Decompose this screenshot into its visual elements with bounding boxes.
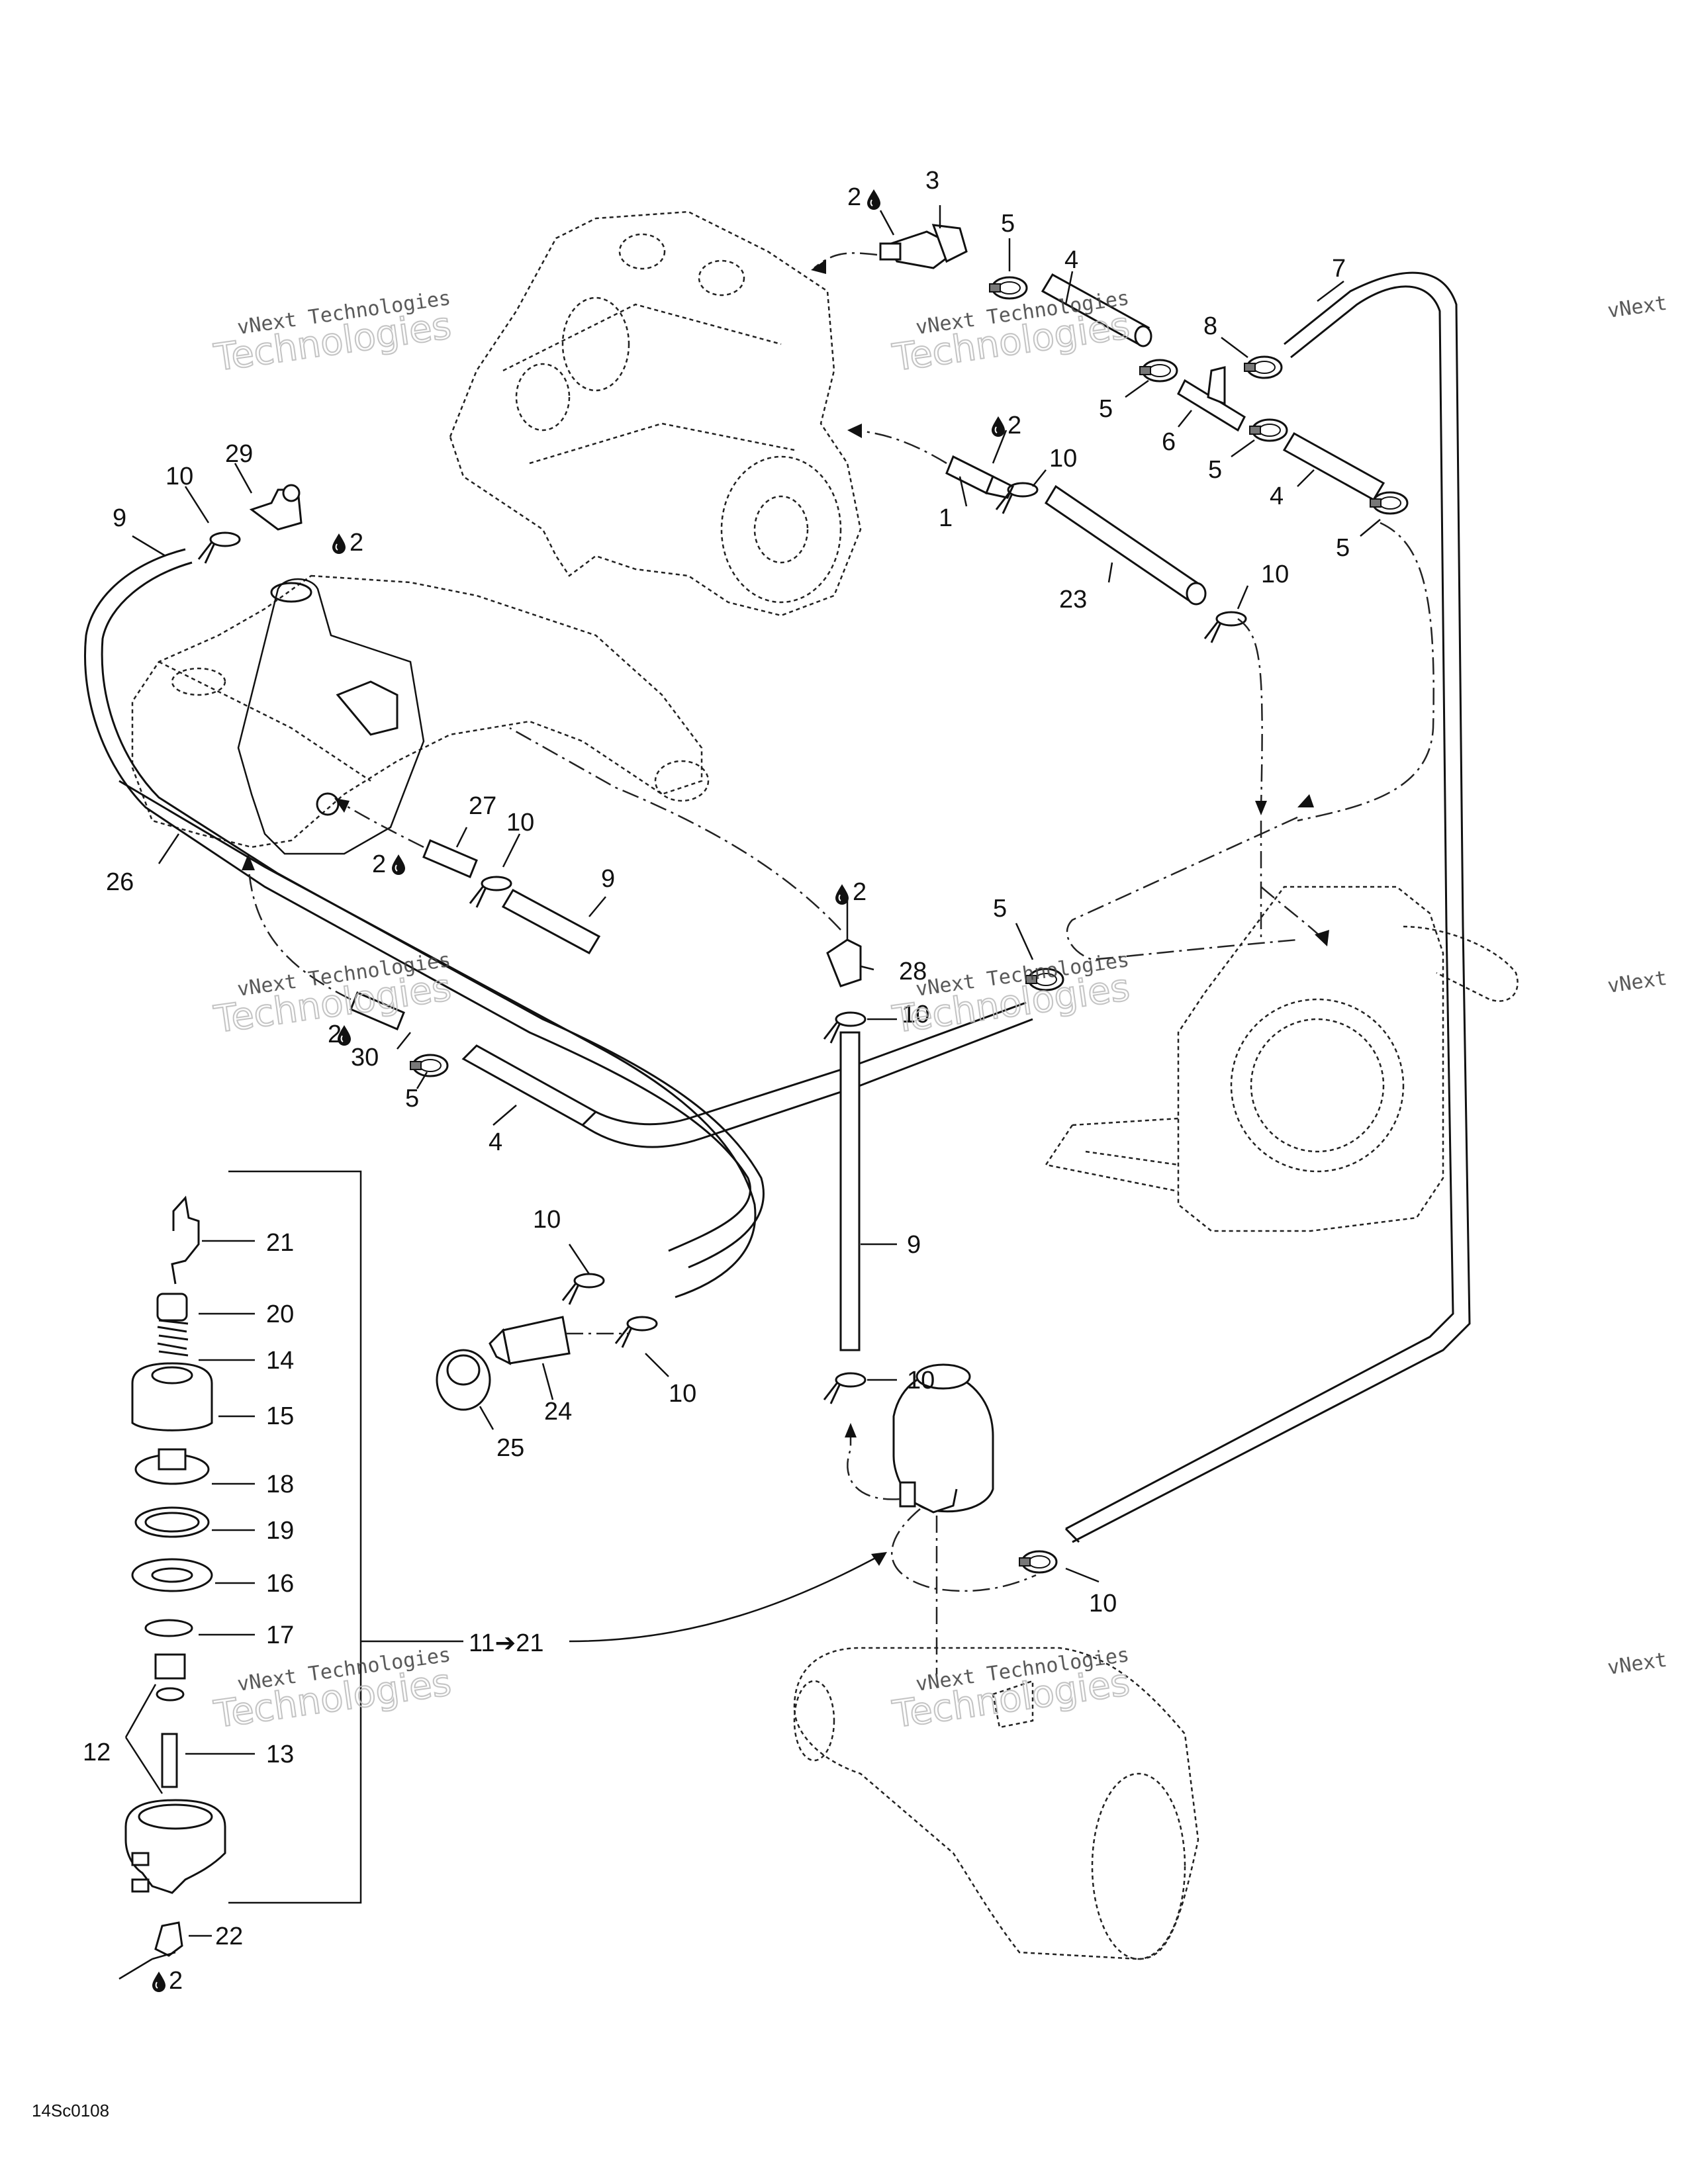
callout-2: 2 (372, 850, 386, 878)
callout-6: 6 (1162, 428, 1176, 456)
callout-2: 2 (847, 183, 861, 211)
callout-5: 5 (1208, 456, 1222, 484)
callout-23: 23 (1059, 586, 1087, 614)
callout-26: 26 (106, 868, 134, 896)
callout-19: 19 (266, 1517, 294, 1545)
callout-10: 10 (506, 809, 534, 837)
callout-5: 5 (405, 1085, 419, 1113)
callout-5: 5 (1336, 534, 1350, 562)
oil-drop-icon (391, 854, 406, 876)
ride-plate-frame (1044, 886, 1519, 1232)
callout-21: 21 (266, 1229, 294, 1257)
fitting-27 (422, 839, 478, 878)
fitting-6-tee (1177, 366, 1246, 432)
hose-9-short (501, 889, 601, 954)
callout-10: 10 (902, 1001, 929, 1028)
watermark-text-partial: vNext (1606, 967, 1668, 998)
callout-10: 10 (1261, 561, 1289, 588)
engine-block (449, 210, 862, 617)
callout-9: 9 (113, 504, 126, 532)
callout-10: 10 (533, 1206, 561, 1234)
callout-29: 29 (225, 440, 253, 468)
fitting-30 (350, 991, 405, 1030)
callout-28: 28 (899, 958, 927, 985)
callout-4: 4 (489, 1128, 502, 1156)
callout-13: 13 (266, 1741, 294, 1768)
fitting-1 (945, 455, 1014, 499)
assembly-bracket (228, 1170, 463, 1904)
oil-drop-icon (152, 1971, 166, 1993)
flow-leaders (242, 252, 1434, 1674)
regulator-exploded-stack (124, 1195, 226, 1957)
callout-2: 2 (1008, 412, 1021, 439)
callout-2: 2 (853, 878, 867, 906)
hose-8-bottom (1064, 1527, 1080, 1543)
muffler-waterbox (793, 1647, 1199, 1960)
callout-3: 3 (925, 167, 939, 195)
fitting-24-tee (489, 1316, 571, 1365)
callout-10: 10 (1049, 445, 1077, 473)
callout-10: 10 (165, 463, 193, 490)
grommet-25 (436, 1349, 491, 1411)
hose-9-vertical (839, 1031, 861, 1351)
callout-15: 15 (266, 1402, 294, 1430)
oil-drop-icon (835, 884, 849, 905)
callout-2: 2 (350, 529, 363, 557)
fitting-29-elbow (249, 484, 303, 531)
watermark-text-partial: vNext (1606, 1649, 1668, 1680)
callout-9: 9 (601, 865, 615, 893)
fitting-3-elbow (879, 224, 968, 269)
callout-4: 4 (1064, 246, 1078, 274)
leader-lines (118, 205, 1381, 1980)
hose-4-right (1282, 432, 1385, 502)
jet-pump-housing (131, 574, 710, 855)
oil-drop-icon (867, 189, 881, 210)
callout-8: 8 (1203, 312, 1217, 340)
hose-4-lower (461, 1001, 1033, 1148)
drawing-code: 14Sc0108 (32, 2101, 109, 2120)
callout-25: 25 (496, 1434, 524, 1462)
callout-10: 10 (669, 1380, 696, 1408)
callout-18: 18 (266, 1471, 294, 1498)
callout-12: 12 (83, 1739, 111, 1766)
fitting-28-elbow (826, 938, 862, 987)
callout-5: 5 (993, 895, 1007, 923)
callout-5: 5 (1001, 210, 1015, 238)
callout-9: 9 (907, 1231, 921, 1259)
callout-10: 10 (907, 1367, 935, 1394)
callout-8: 10 (1089, 1590, 1117, 1617)
callout-20: 20 (266, 1300, 294, 1328)
hose-7 (1065, 271, 1471, 1543)
callout-16: 16 (266, 1570, 294, 1598)
callout-30: 30 (351, 1044, 379, 1071)
callout-27: 27 (469, 792, 496, 820)
hose-9-loop (83, 548, 765, 1298)
callout-labels: 3 2 5 4 7 8 5 6 5 4 5 2 10 1 23 10 29 10… (83, 167, 1350, 1995)
oil-drop-icon (332, 533, 346, 555)
hose-clamps (197, 276, 1409, 1574)
callout-4: 4 (1270, 482, 1284, 510)
callout-22: 22 (215, 1923, 243, 1950)
hose-23 (1044, 484, 1207, 606)
callout-7: 7 (1332, 255, 1346, 283)
pressure-regulator-assembled (892, 1363, 994, 1514)
callout-11-to-21: 11➔21 (469, 1629, 544, 1657)
watermark-text-partial: vNext (1606, 292, 1668, 323)
callout-14: 14 (266, 1347, 294, 1375)
oil-drop-icon (991, 416, 1006, 437)
callout-5: 5 (1099, 395, 1113, 423)
callout-24: 24 (544, 1398, 572, 1426)
callout-17: 17 (266, 1621, 294, 1649)
callout-2: 2 (169, 1967, 183, 1995)
callout-1: 1 (939, 504, 953, 532)
